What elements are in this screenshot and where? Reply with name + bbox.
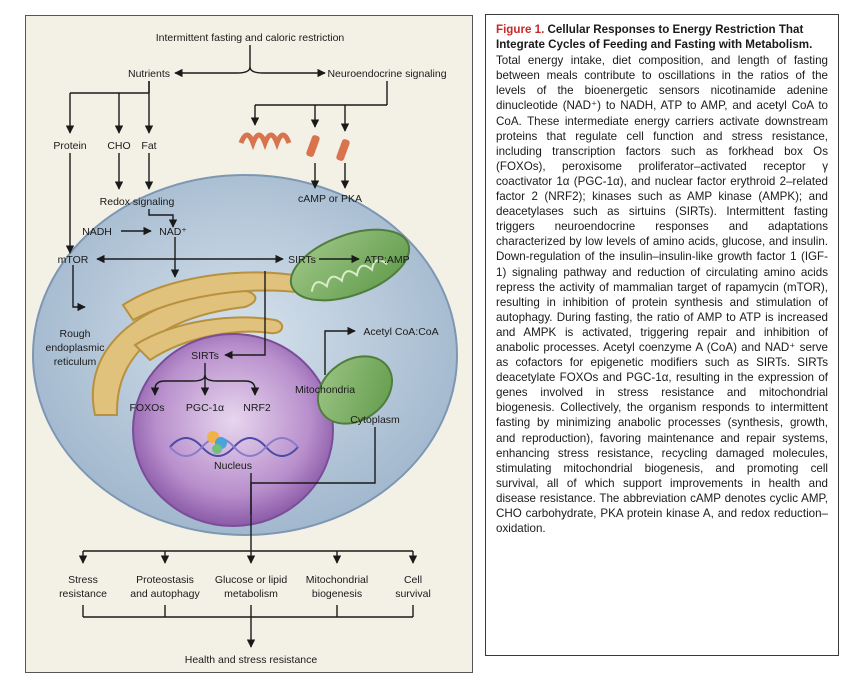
label-nrf2: NRF2: [243, 402, 271, 414]
label-sirts-nucleus: SIRTs: [191, 350, 219, 362]
caption-title-text: Cellular Responses to Energy Restriction…: [496, 23, 813, 52]
label-nadh: NADH: [82, 226, 112, 238]
mitochondrion-lower: [316, 355, 394, 425]
caption-title: Figure 1. Cellular Responses to Energy R…: [496, 22, 828, 52]
dna-helix: [169, 437, 299, 457]
receptor-1: [306, 135, 320, 157]
label-cytoplasm: Cytoplasm: [350, 414, 400, 426]
label-pgc: PGC-1α: [186, 402, 224, 414]
cell-diagram: Intermittent fasting and caloric restric…: [25, 15, 473, 673]
outcome-proteostasis-2: and autophagy: [130, 588, 200, 600]
mitochondrion-upper: [289, 228, 411, 302]
figure-caption: Figure 1. Cellular Responses to Energy R…: [485, 14, 839, 656]
label-top: Intermittent fasting and caloric restric…: [156, 32, 345, 44]
label-acetyl: Acetyl CoA:CoA: [363, 326, 438, 338]
outcome-glucose-2: metabolism: [224, 588, 278, 600]
outcome-stress-1: Stress: [68, 574, 98, 586]
caption-figure-label: Figure 1.: [496, 23, 545, 36]
label-protein: Protein: [53, 140, 86, 152]
label-mtor: mTOR: [58, 254, 89, 266]
outcome-survival-1: Cell: [404, 574, 422, 586]
outcome-proteostasis-1: Proteostasis: [136, 574, 194, 586]
outcome-mito-2: biogenesis: [312, 588, 362, 600]
label-redox: Redox signaling: [100, 196, 175, 208]
label-mitochondria: Mitochondria: [295, 384, 355, 396]
caption-body: Total energy intake, diet composition, a…: [496, 54, 828, 536]
label-atp-amp: ATP:AMP: [364, 254, 409, 266]
outcome-glucose-1: Glucose or lipid: [215, 574, 288, 586]
label-nutrients: Nutrients: [128, 68, 170, 80]
label-sirts-cyto: SIRTs: [288, 254, 316, 266]
label-bottom: Health and stress resistance: [185, 654, 318, 666]
outcome-mito-1: Mitochondrial: [306, 574, 368, 586]
nucleus-body: [132, 333, 334, 527]
rough-er: [91, 271, 320, 416]
label-rough-er-2: endoplasmic: [46, 342, 105, 354]
label-neuroendocrine: Neuroendocrine signaling: [327, 68, 446, 80]
label-cho: CHO: [107, 140, 130, 152]
label-rough-er-3: reticulum: [54, 356, 97, 368]
receptor-2: [336, 139, 350, 161]
outcome-stress-2: resistance: [59, 588, 107, 600]
label-nucleus: Nucleus: [214, 460, 252, 472]
label-camp-pka: cAMP or PKA: [298, 193, 362, 205]
label-foxos: FOXOs: [129, 402, 164, 414]
outcome-survival-2: survival: [395, 588, 431, 600]
label-rough-er-1: Rough: [60, 328, 91, 340]
label-fat: Fat: [141, 140, 156, 152]
protein-blob-3: [212, 444, 222, 454]
label-nad: NAD⁺: [159, 226, 187, 238]
receptor-serpentine: [238, 132, 292, 151]
